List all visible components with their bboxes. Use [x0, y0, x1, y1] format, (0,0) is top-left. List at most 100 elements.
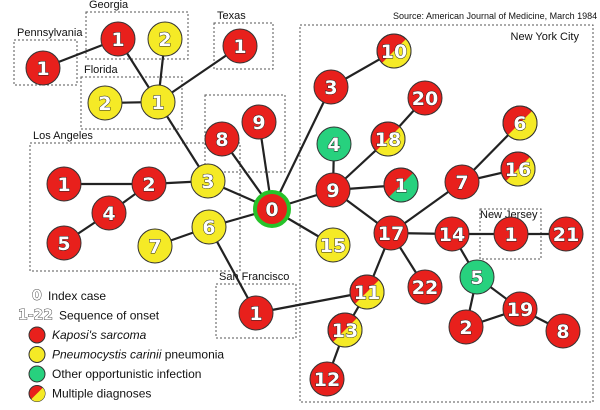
region-label-new-york-city: New York City — [511, 31, 580, 43]
legend-text: Pneumocystis carinii pneumonia — [52, 348, 224, 362]
node-label: 1 — [36, 58, 49, 80]
node-label: 9 — [326, 180, 339, 202]
node-ny1: 1 — [383, 167, 419, 203]
node-label: 22 — [412, 277, 438, 299]
node-label: 2 — [459, 317, 472, 339]
region-new-york-city — [299, 24, 594, 403]
legend-item: Pneumocystis carinii pneumonia — [28, 346, 224, 363]
node-ny20: 20 — [407, 80, 443, 116]
node-ny8: 8 — [545, 313, 581, 349]
node-ny9: 9 — [315, 172, 351, 208]
node-label: 2 — [142, 174, 155, 196]
region-label-san-francisco: San Francisco — [219, 271, 289, 283]
node-la5: 5 — [46, 225, 82, 261]
node-ny19: 19 — [502, 291, 538, 327]
region-label-new-jersey: New Jersey — [480, 209, 538, 221]
node-label: 17 — [378, 223, 404, 245]
node-label: 1 — [249, 303, 262, 325]
node-ny17: 17 — [373, 215, 409, 251]
legend-text: Index case — [48, 289, 106, 303]
node-ny5: 5 — [459, 259, 495, 295]
node-label: 1 — [233, 36, 246, 58]
node-tx1: 1 — [222, 28, 258, 64]
node-nj1: 1 — [493, 216, 529, 252]
node-ny2: 2 — [448, 309, 484, 345]
node-label: 20 — [412, 88, 438, 110]
node-ny3: 3 — [313, 69, 349, 105]
node-label: 19 — [507, 299, 533, 321]
legend-swatch — [28, 346, 46, 363]
node-u9: 9 — [241, 104, 277, 140]
legend-key: 1-22 — [18, 308, 53, 324]
region-label-georgia: Georgia — [89, 0, 129, 11]
node-ny6: 6 — [502, 105, 538, 141]
node-ny10: 10 — [376, 33, 412, 69]
node-label: 6 — [202, 217, 215, 239]
legend-item: Multiple diagnoses — [28, 385, 151, 402]
legend-swatch — [28, 365, 46, 383]
node-label: 10 — [381, 41, 407, 63]
node-ny14: 14 — [434, 216, 470, 252]
node-label: 14 — [439, 224, 465, 246]
node-pa1: 1 — [25, 50, 61, 86]
node-idx: 0 — [253, 190, 291, 228]
node-label: 1 — [57, 174, 70, 196]
node-label: 2 — [158, 29, 171, 51]
legend-item: Other opportunistic infection — [28, 365, 201, 383]
node-label: 4 — [327, 134, 340, 156]
region-label-pennsylvania: Pennsylvania — [17, 27, 83, 39]
node-ny15: 15 — [315, 227, 351, 263]
node-label: 2 — [98, 93, 111, 115]
legend-item: Kaposi's sarcoma — [28, 326, 147, 344]
node-label: 11 — [354, 282, 380, 304]
legend-text: Other opportunistic infection — [52, 367, 201, 381]
node-label: 7 — [148, 236, 161, 258]
node-la7: 7 — [137, 228, 173, 264]
region-label-los-angeles: Los Angeles — [33, 130, 93, 142]
node-ny16: 16 — [500, 151, 536, 187]
region-los-angeles — [29, 142, 241, 272]
node-label: 7 — [455, 172, 468, 194]
region-georgia — [85, 11, 189, 60]
node-ny18: 18 — [370, 121, 406, 157]
node-label: 21 — [553, 224, 579, 246]
node-label: 0 — [265, 199, 278, 221]
region-florida — [80, 76, 183, 130]
edge-ny3-idx — [271, 86, 332, 210]
node-la4: 4 — [91, 195, 127, 231]
node-label: 16 — [505, 159, 531, 181]
node-ny4: 4 — [316, 126, 352, 162]
node-la6: 6 — [191, 209, 227, 245]
node-label: 1 — [151, 92, 164, 114]
edge-sf1-ny11 — [255, 290, 368, 315]
legend-text: Multiple diagnoses — [52, 387, 151, 401]
node-ny13: 13 — [327, 312, 363, 348]
node-label: 8 — [215, 129, 228, 151]
region-label-texas: Texas — [217, 10, 246, 22]
legend-swatch — [28, 326, 46, 344]
node-fl1: 1 — [140, 84, 176, 120]
node-ny12: 12 — [309, 361, 345, 397]
node-ga2: 2 — [147, 21, 183, 57]
node-label: 1 — [504, 224, 517, 246]
node-label: 1 — [111, 29, 124, 51]
region-label-florida: Florida — [84, 64, 119, 76]
node-u8: 8 — [204, 121, 240, 157]
node-ga1: 1 — [100, 21, 136, 57]
node-ny11: 11 — [349, 274, 385, 310]
node-la2: 2 — [131, 166, 167, 202]
node-ny21: 21 — [548, 216, 584, 252]
node-label: 5 — [470, 267, 483, 289]
legend-text: Sequence of onset — [59, 309, 160, 323]
node-label: 3 — [324, 77, 337, 99]
node-label: 3 — [201, 171, 214, 193]
legend-text: Kaposi's sarcoma — [52, 328, 147, 342]
node-label: 8 — [556, 321, 569, 343]
node-ny22: 22 — [407, 269, 443, 305]
node-label: 5 — [57, 233, 70, 255]
